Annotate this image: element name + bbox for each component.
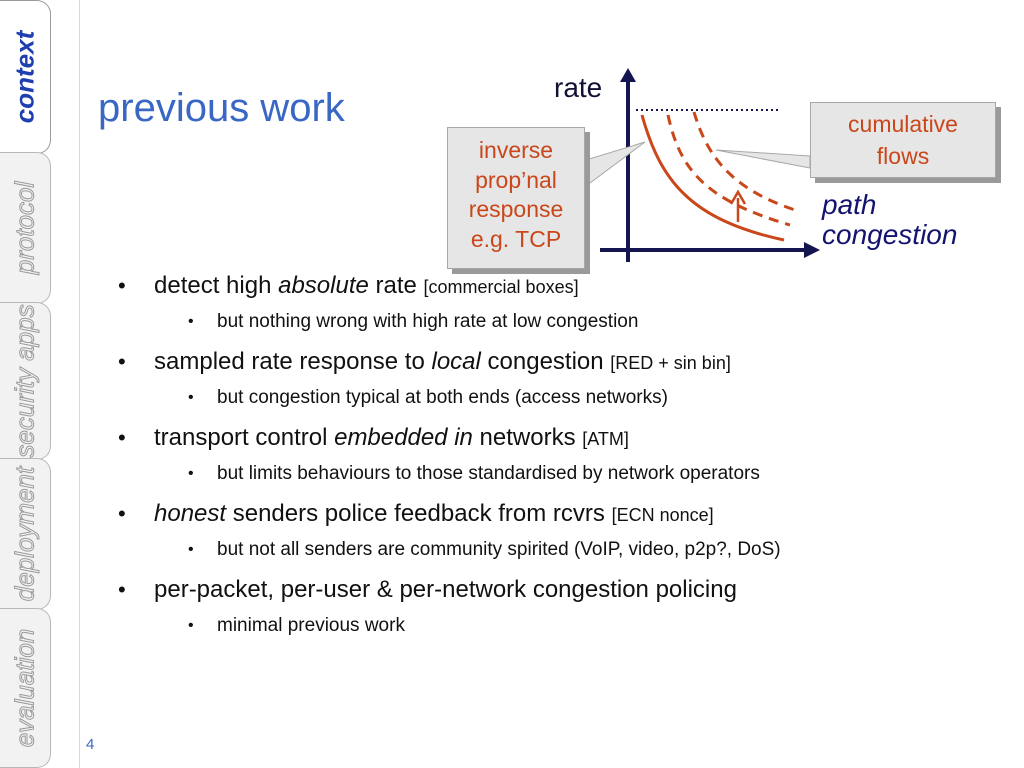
response-curve — [640, 114, 785, 242]
tab-protocol[interactable]: protocol — [0, 152, 51, 304]
callout-right-pointer — [715, 149, 811, 169]
tab-security-apps[interactable]: security apps — [0, 302, 51, 460]
bullet-text: per-packet, per-user & per-network conge… — [154, 576, 737, 603]
bullet-emphasis: local — [431, 348, 481, 375]
bullet-item: • honest senders police feedback from rcv… — [118, 496, 998, 532]
bullet-item: • detect high absolute rate [commercial b… — [118, 268, 998, 304]
bullet-symbol: • — [118, 273, 126, 298]
bullet-text: congestion — [480, 348, 611, 375]
bullet-item: • per-packet, per-user & per-network cong… — [118, 572, 998, 608]
bullet-symbol: • — [118, 577, 126, 602]
bullet-item: •transport control embedded in networks … — [118, 420, 998, 456]
bullet-emphasis: honest — [154, 500, 227, 527]
bullet-symbol: • — [188, 389, 194, 406]
callout-cumulative-flows: cumulative flows — [810, 102, 996, 178]
sub-bullet-text: minimal previous work — [217, 615, 405, 636]
tab-context[interactable]: context — [0, 0, 51, 154]
sub-bullet-text: but congestion typical at both ends (acc… — [217, 387, 668, 408]
sidebar-divider — [79, 0, 80, 768]
x-axis-label-line1: path — [822, 189, 877, 220]
callout-left-pointer — [585, 141, 646, 187]
x-axis-label-line2: congestion — [822, 219, 958, 250]
sub-bullet-item: • but limits behaviours to those standard… — [118, 456, 998, 492]
cumulative-curve-2 — [692, 111, 796, 212]
bullet-text: rate — [368, 272, 424, 299]
bullet-emphasis: absolute — [278, 272, 369, 299]
x-axis-label: path congestion — [822, 190, 957, 250]
tab-label-evaluation: evaluation — [9, 628, 40, 748]
sub-bullet-text: but limits behaviours to those standardi… — [217, 463, 760, 484]
bullet-symbol: • — [188, 313, 194, 330]
bullet-text: transport control — [154, 424, 335, 451]
sub-bullet-item: • minimal previous work — [118, 608, 998, 644]
bullet-symbol: • — [118, 501, 126, 526]
sub-bullet-text: but nothing wrong with high rate at low … — [217, 311, 639, 332]
callout-line: response — [468, 196, 564, 222]
callout-line: cumulative — [848, 111, 958, 137]
tab-label-security-apps: security apps — [9, 304, 40, 458]
x-axis-arrowhead — [804, 242, 820, 258]
tab-evaluation[interactable]: evaluation — [0, 608, 51, 768]
bullet-reference: [ECN nonce] — [611, 505, 714, 525]
bullet-text: sampled rate response to — [154, 348, 432, 375]
sub-bullet-item: • but congestion typical at both ends (ac… — [118, 380, 998, 416]
bullet-reference: [commercial boxes] — [423, 277, 579, 297]
cumulative-curve-1 — [666, 114, 791, 227]
callout-line: inverse — [478, 137, 554, 163]
bullet-text: detect high — [154, 272, 279, 299]
callout-line: e.g. TCP — [470, 225, 562, 252]
tab-deployment[interactable]: deployment — [0, 458, 51, 610]
bullet-reference: [RED + sin bin] — [610, 353, 731, 373]
y-axis-arrowhead — [620, 68, 636, 82]
increase-arrow-head — [729, 189, 747, 205]
bullet-emphasis: embedded in — [334, 424, 473, 451]
rate-congestion-diagram — [585, 68, 820, 262]
callout-line: prop’nal — [475, 166, 557, 193]
callout-line: flows — [876, 143, 930, 169]
y-axis-label: rate — [554, 72, 603, 103]
bullet-item: • sampled rate response to local congesti… — [118, 344, 998, 380]
callout-inverse-response: inverse prop’nal response e.g. TCP — [447, 127, 585, 269]
bullet-text: networks — [472, 424, 583, 451]
bullet-symbol: • — [188, 617, 194, 634]
bullet-symbol: • — [188, 541, 194, 558]
bullet-symbol: • — [188, 465, 194, 482]
sub-bullet-item: • but not all senders are community spiri… — [118, 532, 998, 568]
bullet-text: senders police feedback from rcvrs — [226, 500, 612, 527]
page-title: previous work — [98, 86, 345, 130]
bullet-reference: [ATM] — [582, 429, 629, 449]
page-number: 4 — [86, 736, 95, 753]
sub-bullet-text: but not all senders are community spirit… — [217, 539, 781, 560]
bullet-symbol: • — [118, 425, 126, 450]
tab-label-deployment: deployment — [9, 466, 40, 602]
bullet-list: • detect high absolute rate [commercial b… — [118, 268, 998, 644]
sub-bullet-item: • but nothing wrong with high rate at low… — [118, 304, 998, 340]
bullet-symbol: • — [118, 349, 126, 374]
